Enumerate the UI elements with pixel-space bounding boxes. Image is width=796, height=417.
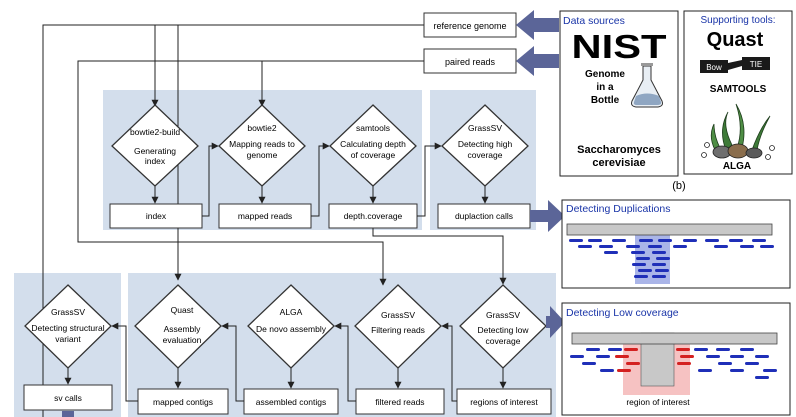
output-duplication-calls: duplaction calls bbox=[455, 211, 513, 221]
coverage-to-low-detection bbox=[372, 228, 507, 285]
assembled-contigs-output-box bbox=[243, 388, 339, 415]
low-coverage-reference-bar bbox=[571, 332, 778, 345]
step-desc2-quast: evaluation bbox=[163, 335, 202, 345]
bowtie-logo: Bow TIE bbox=[700, 57, 770, 73]
flask-icon bbox=[631, 63, 663, 108]
data-sources-title: Data sources bbox=[563, 15, 625, 27]
step-tool-grasssv-sv: GrassSV bbox=[51, 307, 85, 317]
flow-depth-to-grasssv bbox=[417, 142, 442, 217]
step-desc2-bowtie2-build: index bbox=[145, 156, 166, 166]
step-tool-quast: Quast bbox=[171, 305, 194, 315]
bowtie-logo-left: Bow bbox=[706, 63, 722, 72]
reference-genome-box bbox=[423, 12, 517, 38]
reads-line-main bbox=[77, 60, 424, 286]
step-tool-bowtie2: bowtie2 bbox=[247, 123, 277, 133]
alga-label: ALGA bbox=[723, 161, 751, 172]
panel-label-b: (b) bbox=[672, 180, 685, 192]
output-mapped-contigs: mapped contigs bbox=[153, 397, 213, 407]
giab-line-2: in a bbox=[596, 82, 614, 93]
quast-logo: Quast bbox=[707, 29, 764, 51]
organism-line-2: cerevisiae bbox=[592, 157, 645, 169]
step-desc2-grasssv-sv: variant bbox=[55, 334, 81, 344]
duplication-output-arrow bbox=[530, 200, 565, 232]
reference-input-arrow bbox=[516, 10, 559, 40]
step-tool-grasssv-filter: GrassSV bbox=[381, 310, 415, 320]
step-desc2-grasssv-low: coverage bbox=[486, 336, 521, 346]
output-regions-of-interest: regions of interest bbox=[470, 397, 538, 407]
duplication-calls-output-box bbox=[437, 203, 531, 229]
giab-line-3: Bottle bbox=[591, 95, 620, 106]
step-desc1-grasssv-sv: Detecting structural bbox=[31, 323, 104, 333]
step-tool-bowtie2-build: bowtie2-build bbox=[130, 127, 180, 137]
step-tool-grasssv-low: GrassSV bbox=[486, 310, 520, 320]
flow-contigs-to-sv bbox=[111, 322, 138, 402]
low-coverage-reads-red bbox=[615, 348, 694, 372]
step-desc1-bowtie2: Mapping reads to bbox=[229, 139, 295, 149]
nist-logo: NIST bbox=[572, 28, 667, 65]
flow-mapped-to-samtools bbox=[311, 142, 330, 217]
filtered-reads-output-box bbox=[355, 388, 445, 415]
flow-assembled-to-quast bbox=[221, 322, 244, 402]
step-desc1-grasssv-filter: Filtering reads bbox=[371, 325, 425, 335]
step-desc2-samtools: of coverage bbox=[351, 150, 396, 160]
step-desc1-grasssv-high: Detecting high bbox=[458, 139, 513, 149]
low-coverage-output-arrow bbox=[546, 306, 565, 338]
reads-input-arrow bbox=[516, 46, 559, 76]
duplication-reference-bar bbox=[566, 223, 773, 236]
giab-line-1: Genome bbox=[585, 69, 625, 80]
regions-of-interest-output-box bbox=[456, 388, 552, 415]
step-tool-grasssv-high: GrassSV bbox=[468, 123, 502, 133]
output-sv-calls: sv calls bbox=[54, 393, 82, 403]
mapped-reads-output-box bbox=[218, 203, 312, 229]
output-mapped-reads: mapped reads bbox=[238, 211, 292, 221]
step-desc2-grasssv-high: coverage bbox=[468, 150, 503, 160]
low-coverage-reads-blue bbox=[570, 348, 777, 379]
step-tool-alga: ALGA bbox=[280, 307, 303, 317]
duplications-title: Detecting Duplications bbox=[566, 203, 670, 215]
paired-reads-box bbox=[423, 48, 517, 74]
organism-line-1: Saccharomyces bbox=[577, 144, 661, 156]
step-desc1-alga: De novo assembly bbox=[256, 324, 327, 334]
reference-line-main bbox=[42, 24, 424, 417]
samtools-label: SAMTOOLS bbox=[710, 84, 767, 95]
duplications-panel bbox=[561, 199, 791, 289]
region-of-interest-label: region of interest bbox=[626, 397, 690, 407]
reference-genome-label: reference genome bbox=[433, 21, 506, 31]
step-desc1-samtools: Calculating depth bbox=[340, 139, 406, 149]
step-desc1-grasssv-low: Detecting low bbox=[477, 325, 529, 335]
alga-seaweed-logo bbox=[701, 103, 775, 160]
index-output-box bbox=[109, 203, 203, 229]
output-filtered-reads: filtered reads bbox=[375, 397, 424, 407]
flow-filtered-to-alga bbox=[334, 322, 356, 402]
output-assembled-contigs: assembled contigs bbox=[256, 397, 326, 407]
duplication-reads bbox=[569, 239, 774, 278]
flow-regions-to-filter bbox=[441, 322, 457, 402]
output-depth-coverage: depth.coverage bbox=[344, 211, 403, 221]
low-coverage-title: Detecting Low coverage bbox=[566, 307, 679, 319]
paired-reads-label: paired reads bbox=[445, 57, 496, 67]
flow-index-to-bowtie2 bbox=[202, 142, 219, 217]
sv-calls-output-box bbox=[23, 384, 113, 411]
sv-calls-output-arrow bbox=[62, 411, 74, 417]
step-tool-samtools: samtools bbox=[356, 123, 390, 133]
mapped-contigs-output-box bbox=[137, 388, 229, 415]
supporting-tools-title: Supporting tools: bbox=[700, 15, 775, 26]
bowtie-logo-right: TIE bbox=[750, 60, 762, 69]
output-index: index bbox=[146, 211, 167, 221]
step-desc1-bowtie2-build: Generating bbox=[134, 146, 176, 156]
step-desc2-bowtie2: genome bbox=[247, 150, 278, 160]
step-desc1-quast: Assembly bbox=[164, 324, 202, 334]
